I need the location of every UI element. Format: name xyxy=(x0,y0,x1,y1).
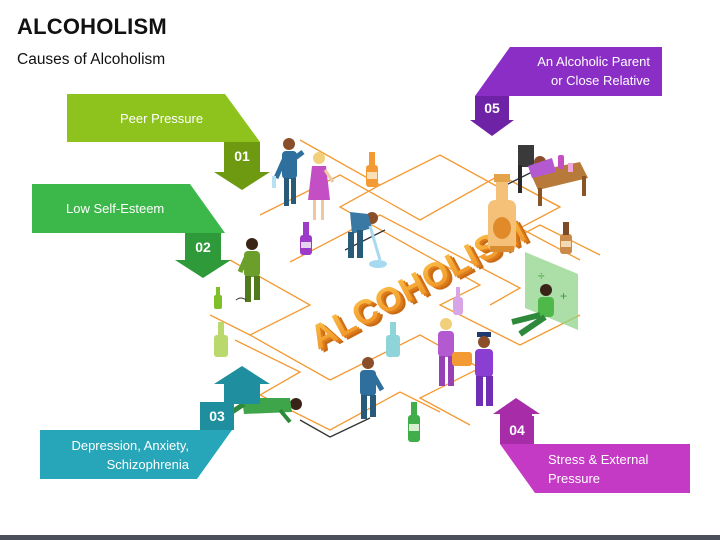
svg-text:+: + xyxy=(560,289,567,303)
bottle-icon xyxy=(408,402,420,442)
svg-text:÷: ÷ xyxy=(538,269,545,283)
cause-01-label: Peer Pressure xyxy=(120,111,204,126)
woman-figure xyxy=(308,152,335,220)
cause-05-label-line-2: or Close Relative xyxy=(551,73,650,88)
bottle-icon xyxy=(560,222,572,254)
cause-01-badge xyxy=(224,142,260,170)
cause-04-label-line-2: Pressure xyxy=(548,471,601,486)
page-title: ALCOHOLISM xyxy=(17,14,167,39)
cause-05-label: An Alcoholic Parent or Close Relative xyxy=(520,52,650,90)
bottle-icon xyxy=(366,152,378,187)
cause-05-badge xyxy=(475,96,509,122)
bottle-icon xyxy=(214,287,222,309)
bottle-icon xyxy=(214,322,228,357)
cause-03-label: Depression, Anxiety, Schizophrenia xyxy=(54,436,189,474)
page-subtitle: Causes of Alcoholism xyxy=(17,51,166,68)
bottle-icon xyxy=(386,322,400,357)
walking-man-figure xyxy=(360,357,385,419)
cause-01-banner xyxy=(67,94,260,142)
cause-05-label-line-1: An Alcoholic Parent xyxy=(537,54,650,69)
cause-03-number: 03 xyxy=(209,408,225,424)
man-bending-figure xyxy=(348,212,387,268)
table-icon xyxy=(518,145,588,206)
cause-03-badge-arrow xyxy=(214,366,270,404)
cause-02-badge xyxy=(185,233,221,261)
cause-05-banner xyxy=(475,47,662,96)
cause-03-label-line-1: Depression, Anxiety, xyxy=(71,438,189,453)
cause-04-number: 04 xyxy=(509,422,525,438)
bottle-icon xyxy=(300,222,312,255)
footer-bar xyxy=(0,535,720,540)
cause-04-badge xyxy=(500,416,534,444)
man-holding-bottle-figure xyxy=(272,138,305,206)
cause-04-label: Stress & External Pressure xyxy=(548,450,648,488)
cause-01-number: 01 xyxy=(234,148,250,164)
cause-04-banner xyxy=(500,444,690,493)
large-bottle-icon xyxy=(488,174,516,252)
staggering-man-figure xyxy=(235,238,260,302)
police-officer-figure xyxy=(475,332,493,406)
drunk-person-at-table-figure xyxy=(528,155,573,178)
cause-03-banner-top xyxy=(200,402,234,430)
cause-04-label-line-1: Stress & External xyxy=(548,452,649,467)
cause-05-badge-arrow xyxy=(470,120,514,136)
cause-02-number: 02 xyxy=(195,239,211,255)
cause-02-banner xyxy=(32,184,225,233)
bottle-icon xyxy=(453,287,463,315)
cause-04-badge-arrow xyxy=(493,398,540,418)
cause-03-label-line-2: Schizophrenia xyxy=(106,457,189,472)
arrested-person-figure xyxy=(438,318,472,386)
sitting-man-figure xyxy=(511,284,554,337)
cause-03-banner xyxy=(40,430,232,479)
cause-05-number: 05 xyxy=(484,100,500,116)
cause-02-label: Low Self-Esteem xyxy=(66,201,165,216)
